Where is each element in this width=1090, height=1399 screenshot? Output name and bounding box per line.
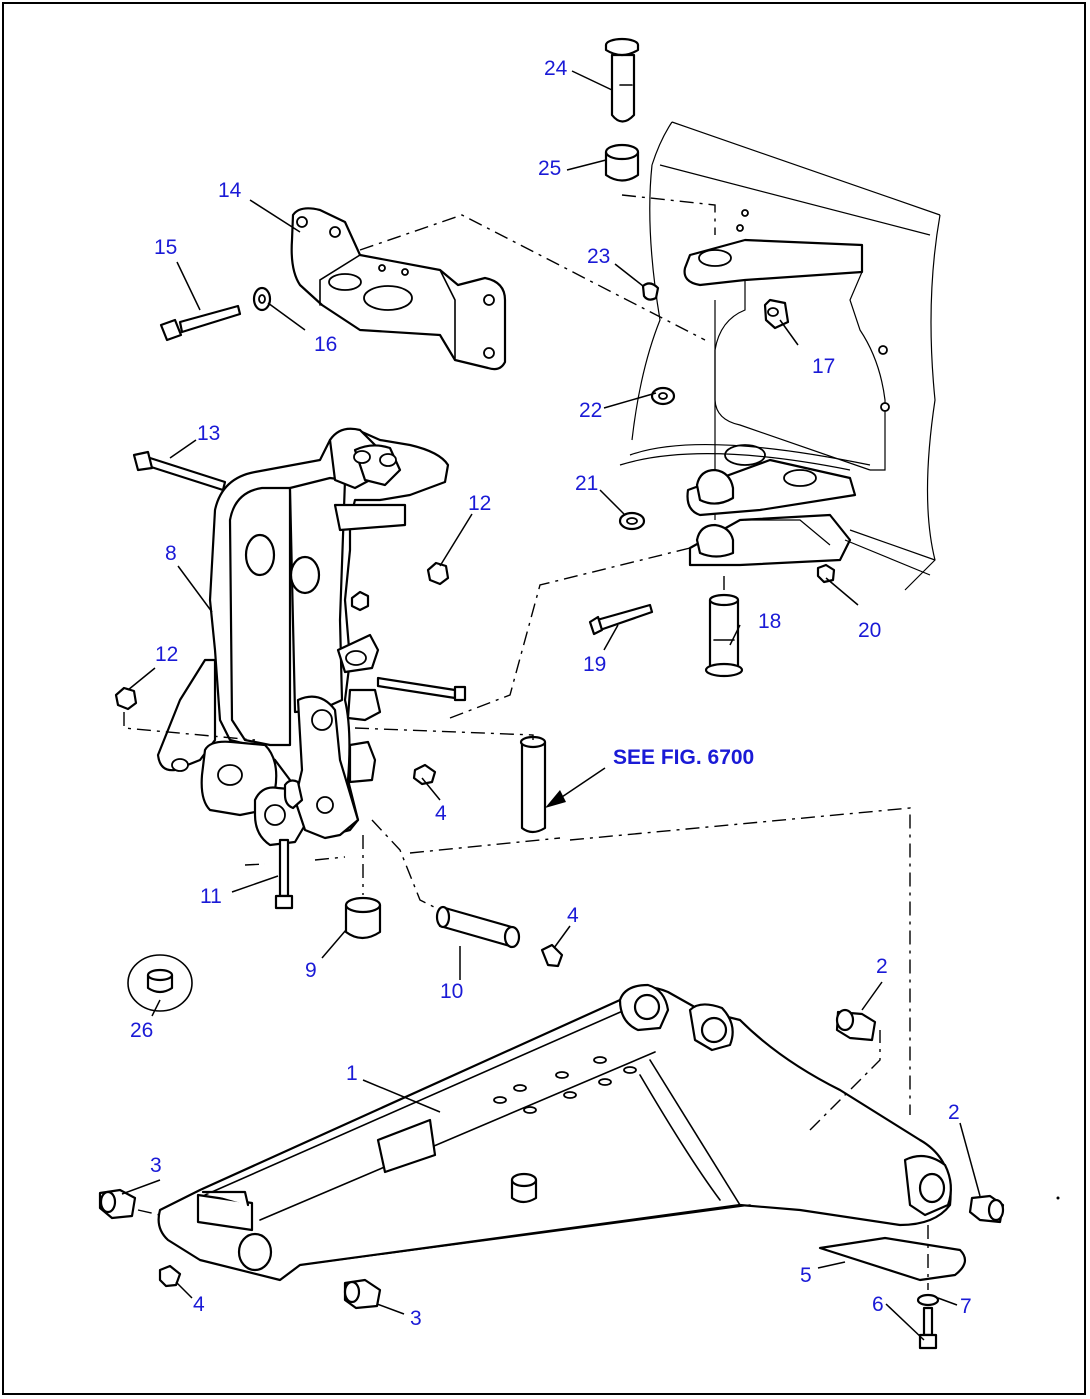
leader-lines: [121, 70, 981, 1341]
washer-22: [650, 386, 676, 406]
callout-10: 10: [440, 980, 463, 1003]
callout-5: 5: [800, 1264, 812, 1287]
bushing-2-right: [968, 1194, 1005, 1224]
washer-21: [618, 511, 646, 531]
bushing-17: [763, 298, 790, 330]
callout-22: 22: [579, 399, 602, 422]
callout-15: 15: [154, 236, 177, 259]
pin-see-fig: [519, 735, 547, 834]
callout-2-upper: 2: [876, 955, 888, 978]
plug-26: [127, 954, 193, 1012]
callout-16: 16: [314, 333, 337, 356]
main-frame-part: [619, 121, 941, 591]
callout-25: 25: [538, 157, 561, 180]
callout-2-right: 2: [948, 1101, 960, 1124]
see-fig-reference: SEE FIG. 6700: [613, 746, 754, 769]
callout-24: 24: [544, 57, 568, 80]
nut-12-left: [114, 686, 138, 711]
washer-7: [916, 1293, 940, 1307]
washer-16: [252, 286, 272, 312]
see-fig-arrow: [545, 767, 606, 808]
pin-10: [435, 905, 521, 949]
nut-12-upper: [426, 561, 450, 586]
callout-4-mid: 4: [567, 904, 579, 927]
bushing-9: [344, 896, 382, 940]
callout-1: 1: [346, 1062, 358, 1085]
callout-7: 7: [960, 1295, 972, 1318]
bushing-3-lower: [343, 1278, 382, 1310]
pin-18: [704, 593, 744, 678]
callout-11: 11: [200, 885, 222, 908]
callout-4-upper: 4: [435, 802, 447, 825]
bolt-6: [918, 1306, 938, 1350]
bracket-14: [290, 207, 507, 371]
bushing-3-left: [98, 1188, 137, 1220]
callout-23: 23: [587, 245, 610, 268]
pin-24: [604, 37, 640, 123]
grease-fitting-23: [641, 282, 660, 301]
callout-20: 20: [858, 619, 881, 642]
fitting-4-lower: [158, 1264, 182, 1288]
callout-19: 19: [583, 653, 606, 676]
callout-8: 8: [165, 542, 177, 565]
callout-12-upper: 12: [468, 492, 491, 515]
boom-1: [157, 983, 952, 1282]
callout-13: 13: [197, 422, 220, 445]
fitting-4-mid: [540, 943, 564, 968]
callout-18: 18: [758, 610, 781, 633]
callout-4-lower: 4: [193, 1293, 205, 1316]
callout-3-left: 3: [150, 1154, 162, 1177]
callout-9: 9: [305, 959, 317, 982]
callout-6: 6: [872, 1293, 884, 1316]
callout-17: 17: [812, 355, 835, 378]
bolt-13: [132, 450, 227, 492]
fitting-4-upper: [412, 763, 437, 786]
bushing-2-upper: [835, 1008, 877, 1042]
boom-bracket-8: [156, 427, 450, 847]
callout-21: 21: [575, 472, 598, 495]
nut-20: [816, 563, 836, 584]
bushing-25: [604, 143, 640, 182]
callout-26: 26: [130, 1019, 153, 1042]
bolt-19: [588, 603, 654, 636]
callout-12-left: 12: [155, 643, 178, 666]
callout-14: 14: [218, 179, 242, 202]
bolt-15: [159, 304, 242, 342]
bolt-11: [274, 838, 294, 910]
callout-3-lower: 3: [410, 1307, 422, 1330]
plate-5: [818, 1236, 967, 1282]
